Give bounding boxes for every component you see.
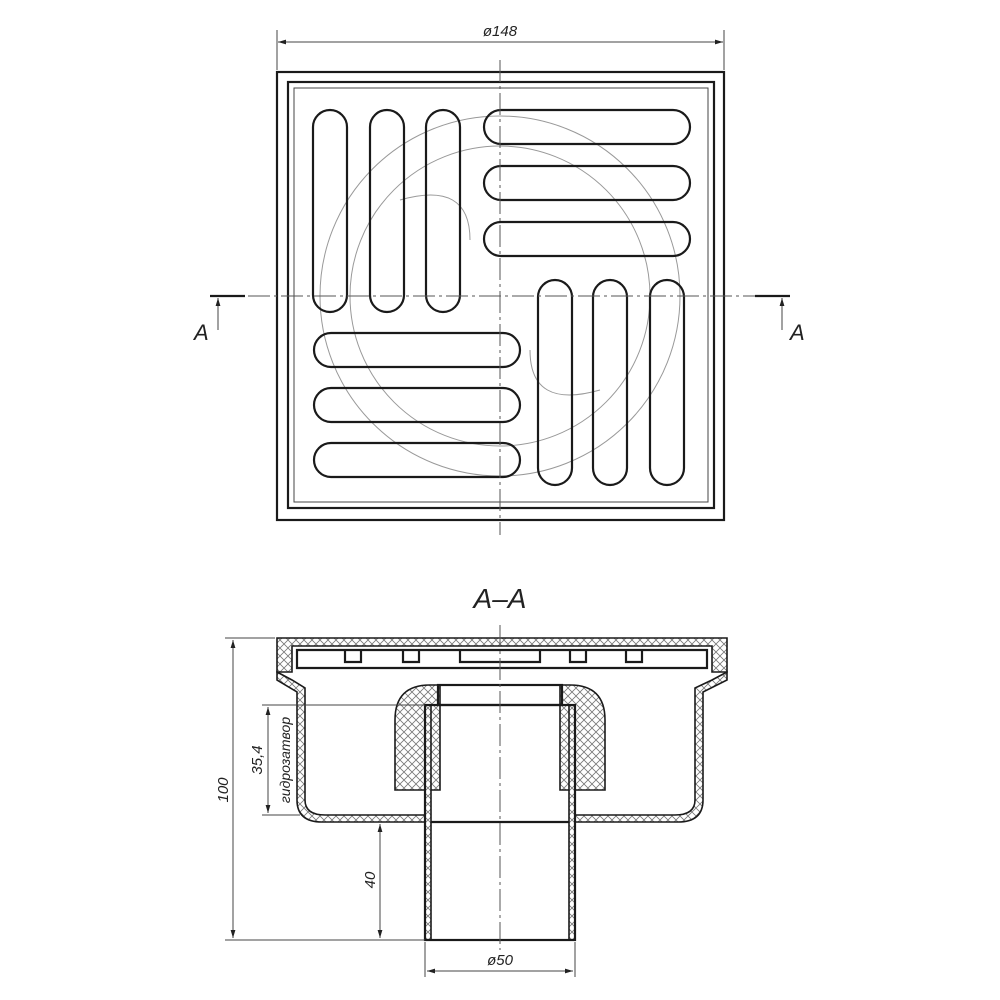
top-view: ø148 A <box>192 23 805 535</box>
section-marker-left: A <box>192 294 245 345</box>
outlet-length-dimension: 40 <box>362 824 383 938</box>
outlet-diameter-dimension: ø50 <box>424 942 576 977</box>
seal-label: гидрозатвор <box>277 717 293 803</box>
outlet-length-label: 40 <box>362 871 379 888</box>
seal-height-label: 35,4 <box>249 745 266 774</box>
outlet-diameter-label: ø50 <box>487 952 514 969</box>
seal-dimension: 35,4 гидрозатвор <box>249 704 425 816</box>
grate-slots <box>311 108 692 487</box>
section-view: A–A 100 35,4 <box>215 583 728 977</box>
section-mark-right: A <box>788 320 805 345</box>
height-dimension: 100 <box>215 637 425 941</box>
section-marker-right: A <box>755 294 805 345</box>
flange <box>276 637 728 673</box>
section-title: A–A <box>472 583 527 614</box>
siphon-bell-left <box>394 684 441 791</box>
diameter-dimension: ø148 <box>276 23 725 70</box>
siphon-bell-right <box>559 684 606 791</box>
grate-ribs <box>343 650 644 664</box>
grate-inner-frame <box>286 80 716 510</box>
diameter-label: ø148 <box>483 23 518 40</box>
height-label: 100 <box>215 777 232 803</box>
section-mark-left: A <box>192 320 209 345</box>
